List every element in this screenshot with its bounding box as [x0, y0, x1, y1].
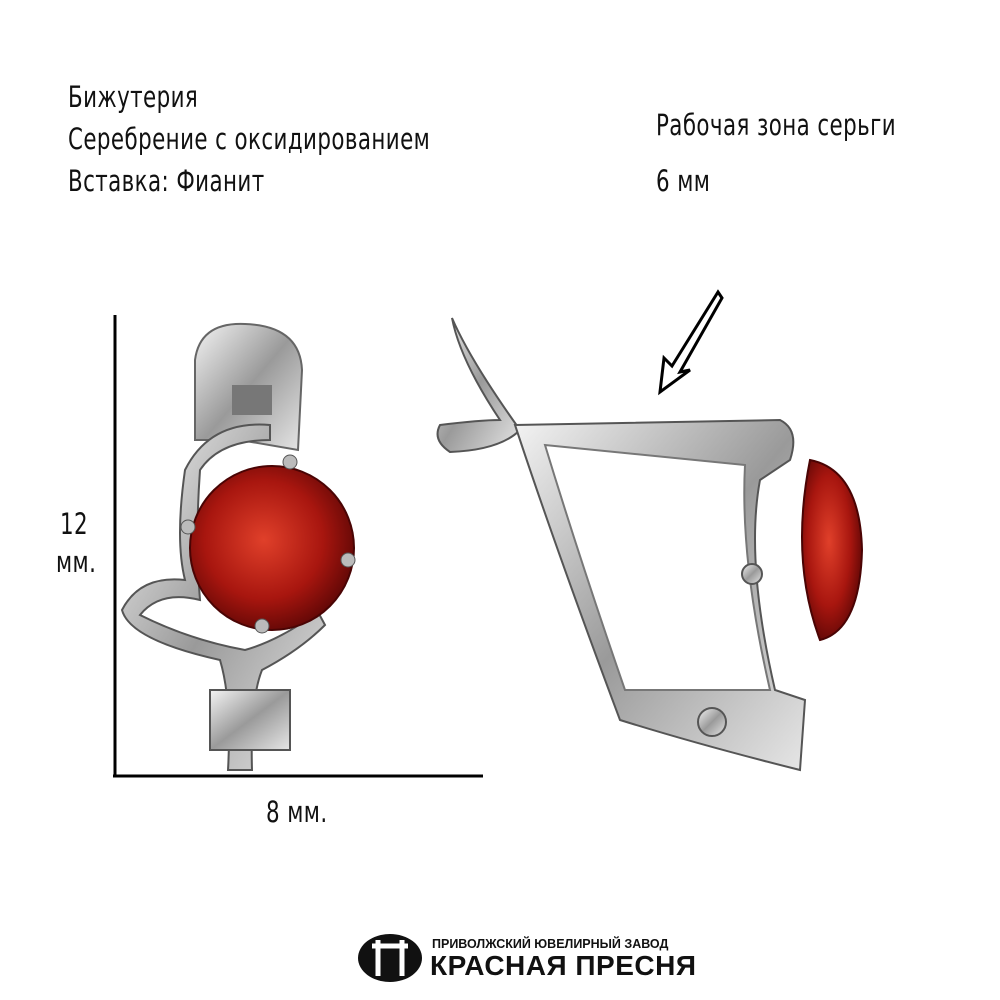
- height-value: 12: [60, 507, 89, 541]
- width-label: 8 мм.: [266, 795, 328, 829]
- brand-name: КРАСНАЯ ПРЕСНЯ: [430, 950, 697, 981]
- brand-subtitle: ПРИВОЛЖСКИЙ ЮВЕЛИРНЫЙ ЗАВОД: [432, 937, 669, 951]
- arrow-icon: [658, 289, 724, 396]
- brand-logo-icon: [358, 934, 422, 982]
- height-unit: мм.: [56, 545, 97, 579]
- earring-front-view: [120, 322, 356, 771]
- spec-insert: Вставка: Фианит: [68, 164, 265, 198]
- spec-category: Бижутерия: [68, 80, 199, 114]
- earring-side-view: [436, 317, 864, 772]
- working-zone-value: 6 мм: [656, 164, 711, 198]
- working-zone-label: Рабочая зона серьги: [656, 108, 897, 142]
- spec-coating: Серебрение с оксидированием: [68, 122, 431, 156]
